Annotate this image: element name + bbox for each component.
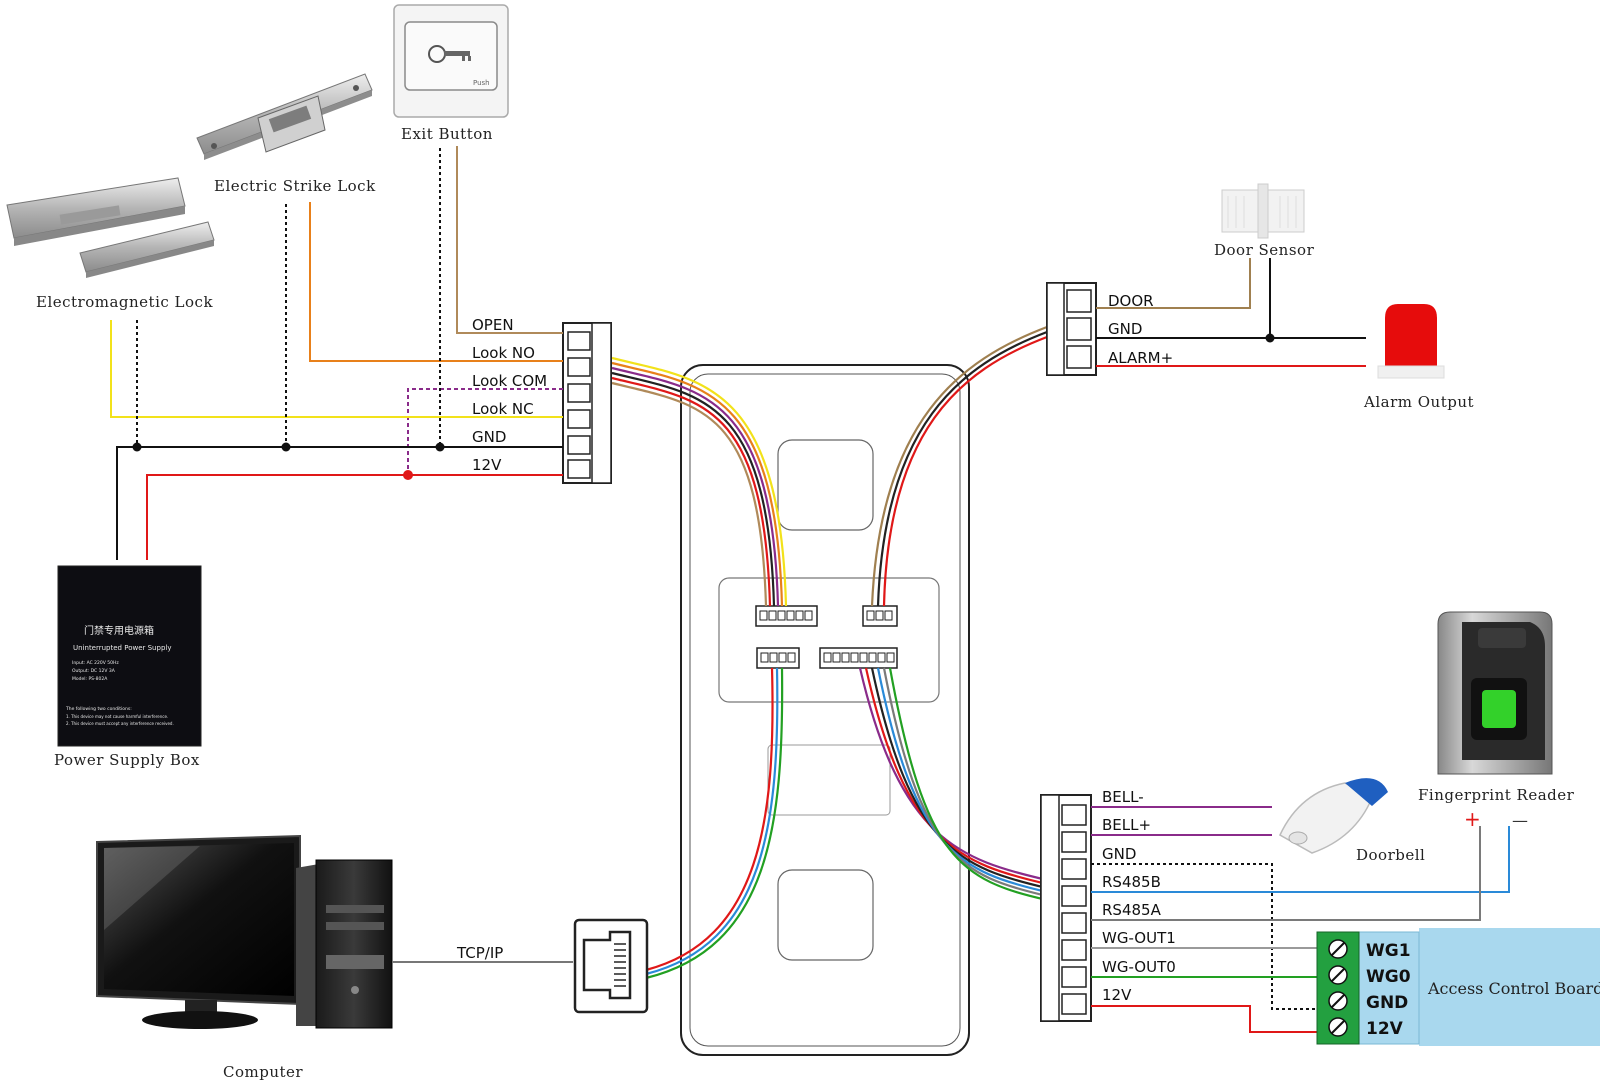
cable-bundle-network (645, 667, 784, 980)
computer-device (96, 834, 393, 1029)
alarm-output-label: Alarm Output (1363, 393, 1474, 411)
alarm-connector (1046, 282, 1097, 376)
electric-strike-lock-label: Electric Strike Lock (214, 177, 376, 195)
exit-button-plate-label: Push (473, 79, 490, 87)
pin-gnd: GND (472, 428, 506, 446)
computer-label: Computer (223, 1063, 303, 1081)
electromagnetic-lock-device (6, 177, 215, 278)
left-connector (562, 322, 612, 484)
internal-header-6pin (755, 605, 818, 627)
electric-strike-lock-device (196, 73, 373, 160)
access-control-board (1316, 928, 1600, 1046)
access-controller-device (680, 364, 970, 1056)
pin-wg-out0: WG-OUT0 (1102, 958, 1176, 976)
ups-subtitle: Uninterrupted Power Supply (73, 644, 171, 652)
pin-rs485a: RS485A (1102, 901, 1162, 919)
pin-bottom-12v: 12V (1102, 986, 1132, 1004)
alarm-output-device (1377, 304, 1445, 379)
power-supply-box: 门禁专用电源箱 Uninterrupted Power Supply Input… (57, 565, 202, 747)
wg-terminal-gnd: GND (1366, 993, 1408, 1013)
exit-button-label: Exit Button (401, 125, 493, 143)
ups-note-1: 1. This device may not cause harmful int… (66, 714, 168, 719)
ups-spec-3: Model: PS-802A (72, 676, 108, 682)
door-sensor-device (1221, 183, 1305, 239)
pin-wg-out1: WG-OUT1 (1102, 929, 1176, 947)
fingerprint-reader-device (1437, 611, 1553, 775)
ups-note-title: The following two conditions: (65, 706, 132, 712)
ups-title: 门禁专用电源箱 (84, 624, 154, 637)
pin-rs485b: RS485B (1102, 873, 1161, 891)
pin-lock-nc: Look NC (472, 400, 534, 418)
pin-12v: 12V (472, 456, 502, 474)
cable-bundle-bottom (858, 667, 1048, 902)
fingerprint-minus-mark: — (1512, 811, 1528, 830)
ups-spec-2: Output: DC 12V 3A (72, 668, 116, 674)
pin-bell-plus: BELL+ (1102, 816, 1151, 834)
rj45-jack (573, 918, 649, 1014)
network-label: TCP/IP (456, 944, 503, 962)
pin-lock-com: Look COM (472, 372, 547, 390)
cable-bundle-alarm (870, 325, 1048, 607)
ups-spec-1: Input: AC 220V 50Hz (72, 660, 119, 666)
alarm-wiring (1096, 258, 1366, 367)
power-supply-box-label: Power Supply Box (54, 751, 200, 769)
wg-terminal-12v: 12V (1366, 1019, 1404, 1039)
pin-alarm-plus: ALARM+ (1108, 349, 1173, 367)
alarm-junction-dot (1265, 333, 1275, 343)
internal-header-4pin (756, 647, 800, 669)
fingerprint-plus-mark: + (1464, 807, 1481, 831)
pin-lock-no: Look NO (472, 344, 535, 362)
bottom-connector (1040, 794, 1092, 1022)
access-control-board-label: Access Control Board (1427, 979, 1600, 998)
doorbell-label: Doorbell (1356, 846, 1425, 864)
pin-door: DOOR (1108, 292, 1154, 310)
electromagnetic-lock-label: Electromagnetic Lock (36, 293, 213, 311)
ups-note-2: 2. This device must accept any interfere… (66, 721, 174, 726)
doorbell-device (1279, 778, 1388, 854)
pin-bell-minus: BELL- (1102, 788, 1144, 806)
pin-open: OPEN (472, 316, 514, 334)
door-sensor-label: Door Sensor (1214, 241, 1315, 259)
wg-terminal-wg1: WG1 (1366, 941, 1411, 961)
wg-terminal-wg0: WG0 (1366, 967, 1411, 987)
internal-header-3pin (862, 605, 898, 627)
cable-bundle-left (611, 356, 788, 607)
pin-bottom-gnd: GND (1102, 845, 1136, 863)
bottom-wiring (1091, 806, 1510, 1033)
pin-alarm-gnd: GND (1108, 320, 1142, 338)
left-wiring (110, 146, 563, 560)
junction-dots (132, 442, 445, 480)
internal-header-8pin (819, 647, 898, 669)
exit-button-device: Push (393, 4, 509, 118)
fingerprint-reader-label: Fingerprint Reader (1418, 786, 1575, 804)
